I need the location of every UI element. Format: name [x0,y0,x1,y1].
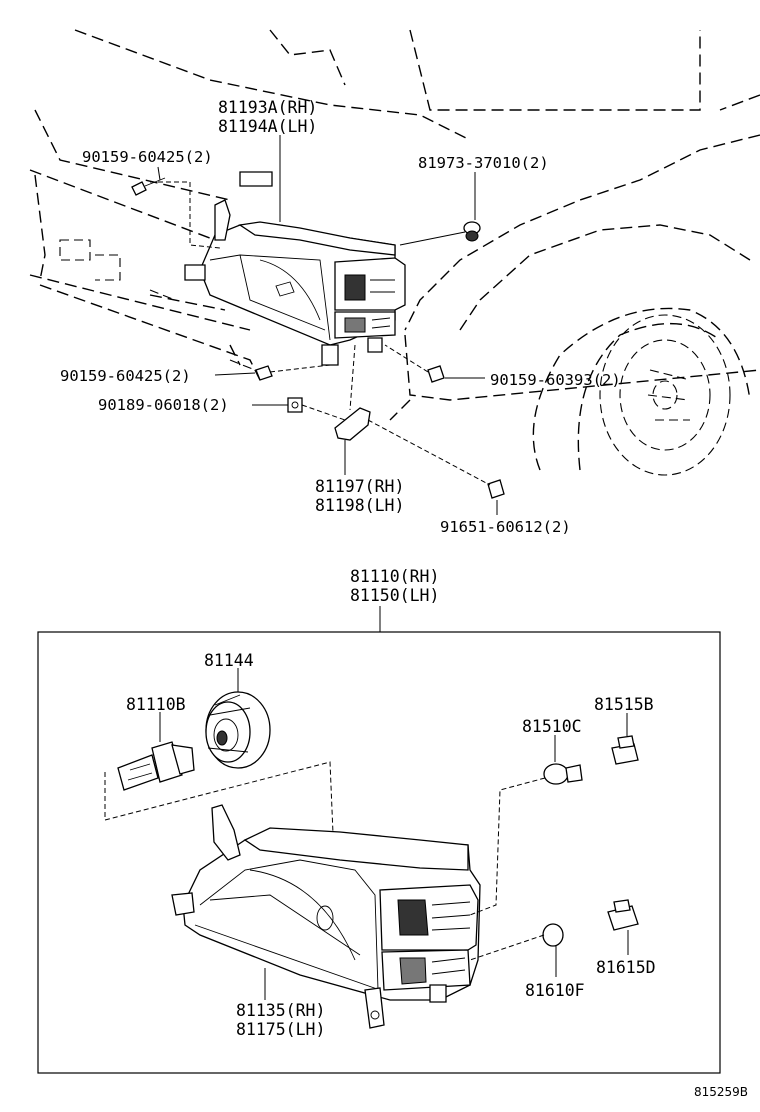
screw-right-icon [427,365,445,383]
screw-right-label: 90159-60393(2) [490,371,621,389]
socket-lower-icon [607,899,639,931]
corner-label-rh: 81193A(RH) [218,98,317,117]
clip-top-icon [463,221,481,242]
unit-label-lh: 81175(LH) [236,1020,325,1039]
clip-top-label: 81973-37010(2) [418,154,549,172]
bracket-label-rh: 81197(RH) [315,477,404,496]
socket-upper-icon [611,735,639,765]
bulb-upper-label: 81510C [522,717,582,736]
assembly-label-rh: 81110(RH) [350,567,439,586]
vehicle-body-outline [29,29,760,476]
headlamp-mounted [184,199,406,366]
diagram-code: 815259B [694,1085,748,1099]
cover-label: 81144 [204,651,254,670]
bolt-bottom-label: 91651-60612(2) [440,518,571,536]
cover-icon [205,691,271,769]
lower-leader-lines [159,668,629,1000]
nut-label: 90189-06018(2) [98,396,229,414]
headlamp-unit [171,804,481,1029]
nut-icon [287,397,303,413]
corner-label-lh: 81194A(LH) [218,117,317,136]
bulb-upper-icon [543,763,583,785]
bolt-bottom-icon [487,479,505,499]
assembly-label-lh: 81150(LH) [350,586,439,605]
head-bulb-icon [117,741,195,791]
corner-label-sticker [239,171,273,187]
bracket-icon [334,407,371,441]
socket-upper-label: 81515B [594,695,654,714]
head-bulb-dash-box [104,761,337,906]
screw-mid-label: 90159-60425(2) [60,367,191,385]
bulb-lower-icon [542,923,564,947]
head-bulb-label: 81110B [126,695,186,714]
socket-lower-label: 81615D [596,958,656,977]
screw-top-label: 90159-60425(2) [82,148,213,166]
bulb-lower-label: 81610F [525,981,585,1000]
bracket-label-lh: 81198(LH) [315,496,404,515]
screw-mid-icon [255,365,273,381]
assembly-box [37,631,721,1074]
upper-leader-lines [150,135,498,515]
unit-label-rh: 81135(RH) [236,1001,325,1020]
